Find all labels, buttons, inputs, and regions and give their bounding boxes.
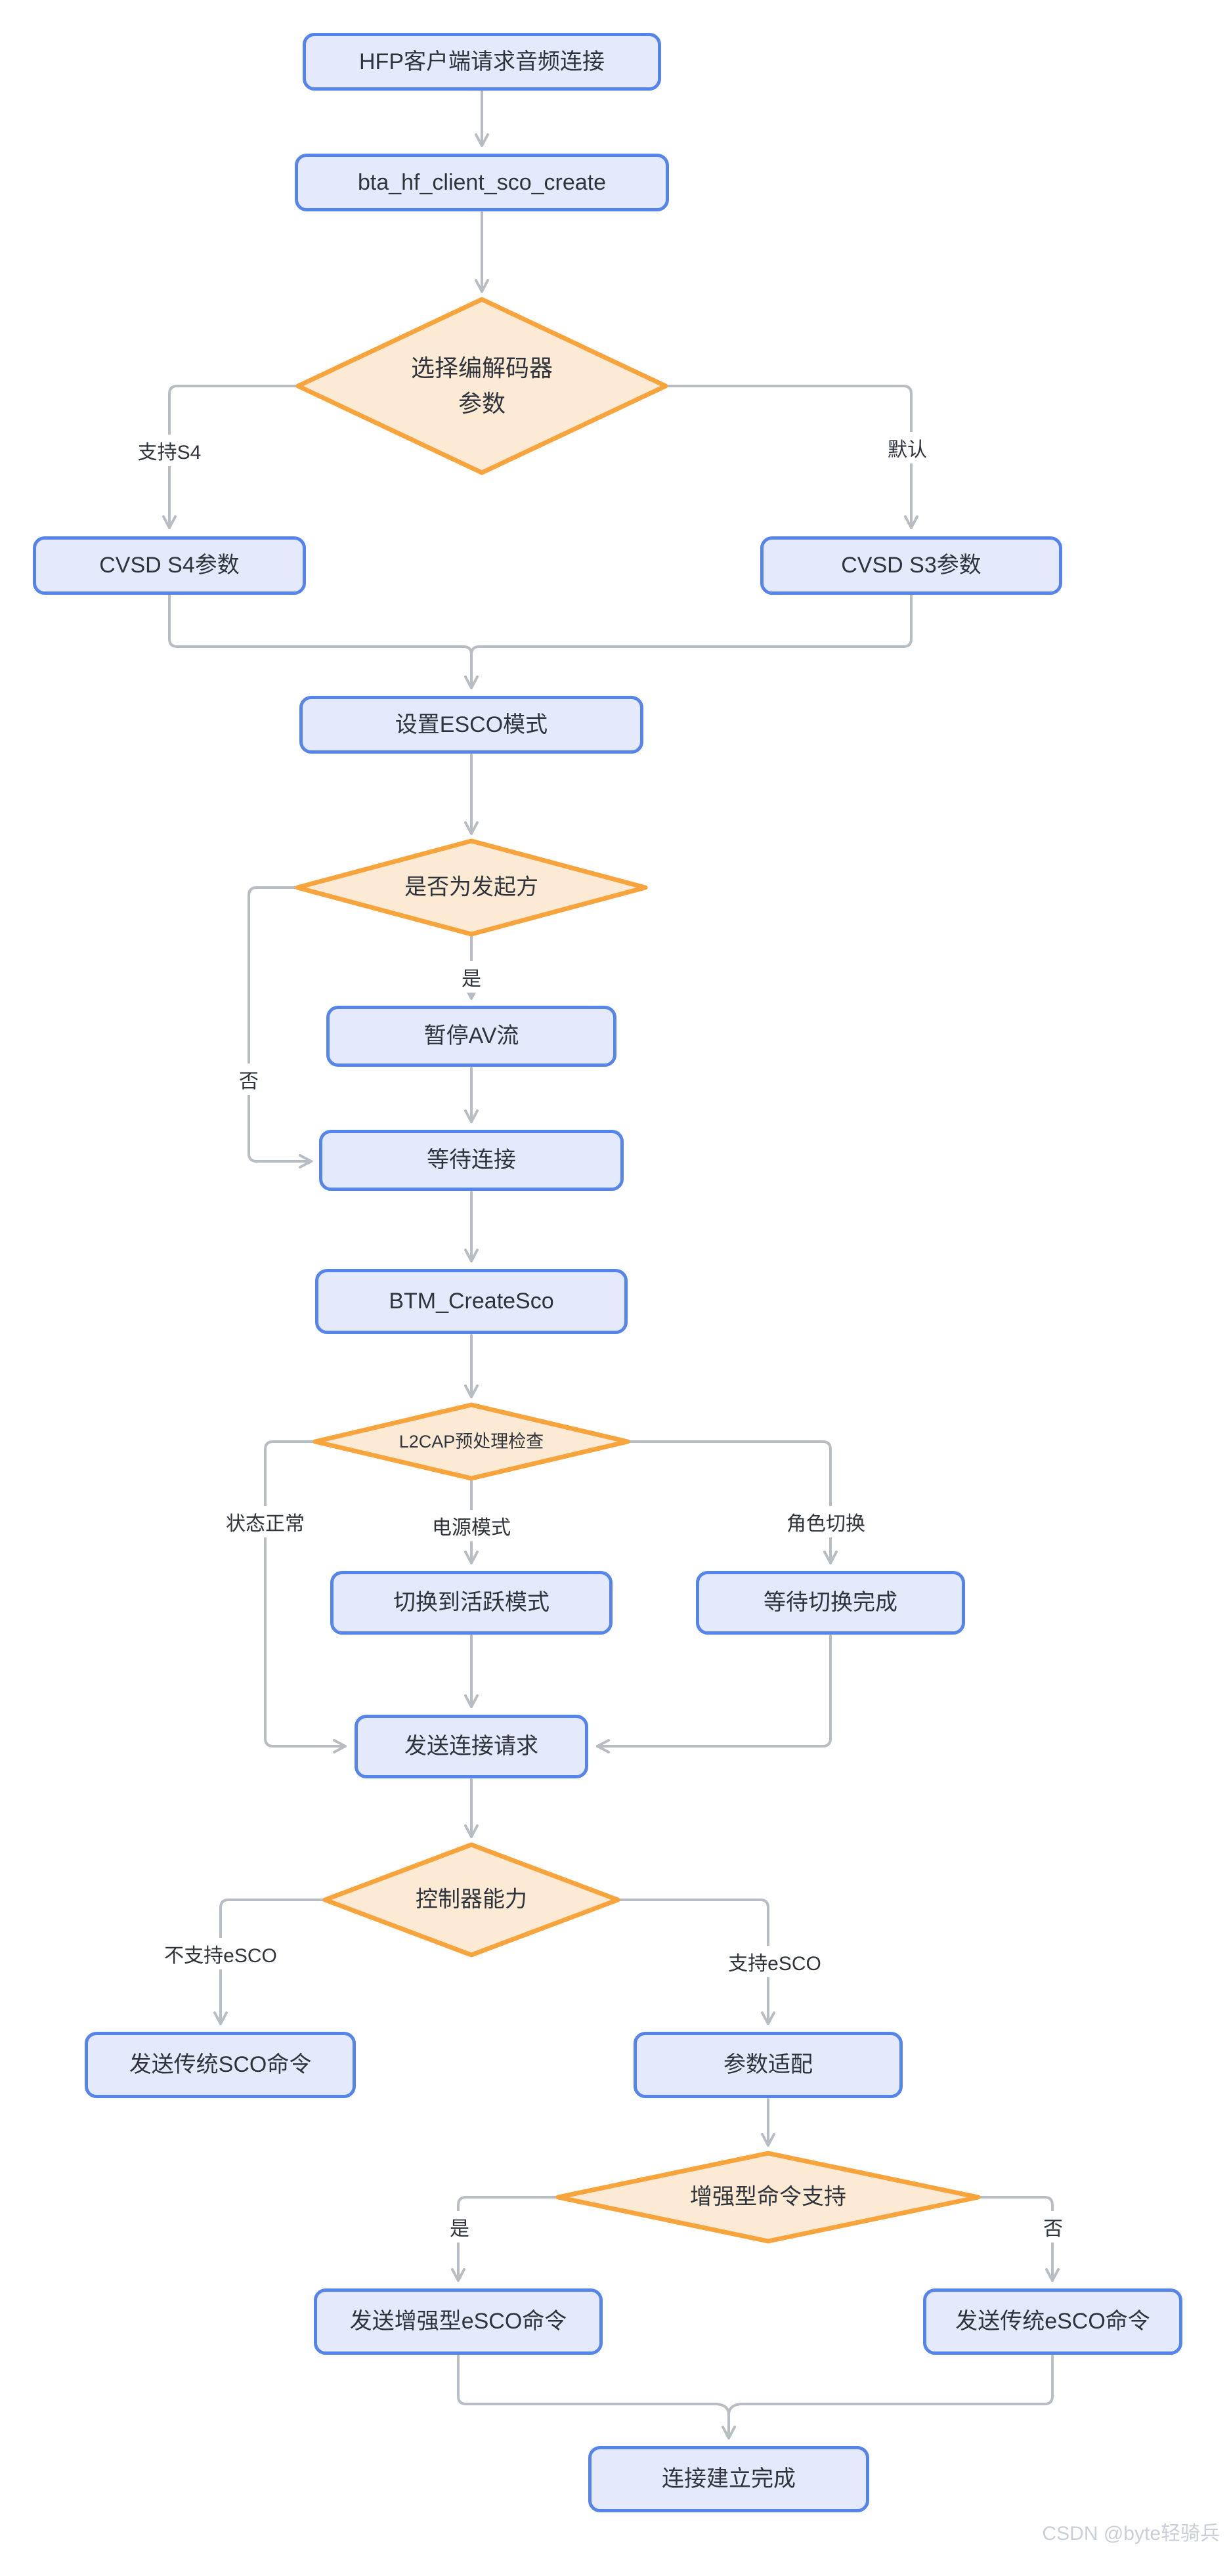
node-param-adapt: 参数适配 — [634, 2032, 903, 2098]
decision-codec-params-label: 选择编解码器 参数 — [411, 351, 553, 421]
edge-codec-to-cvsd-s3 — [664, 385, 918, 529]
node-send-legacy-esco-label: 发送传统eSCO命令 — [955, 2309, 1150, 2334]
node-send-legacy-sco-label: 发送传统SCO命令 — [129, 2052, 312, 2078]
node-conn-complete-label: 连接建立完成 — [662, 2466, 796, 2492]
edge-label-support-esco: 支持eSCO — [723, 1946, 827, 1977]
edge-controller-support-esco — [616, 1899, 775, 2025]
node-cvsd-s3-label: CVSD S3参数 — [841, 553, 981, 578]
edge-l2cap-status-ok — [264, 1440, 347, 1753]
decision-controller-capability-label: 控制器能力 — [416, 1887, 527, 1912]
node-send-conn-request: 发送连接请求 — [355, 1715, 588, 1778]
node-param-adapt-label: 参数适配 — [723, 2052, 813, 2078]
edge-label-initiator-yes: 是 — [456, 961, 486, 993]
decision-enhanced-cmd-support — [555, 2151, 981, 2244]
node-cvsd-s3-params: CVSD S3参数 — [760, 536, 1062, 595]
node-send-legacy-sco-cmd: 发送传统SCO命令 — [85, 2032, 356, 2098]
decision-l2cap-precheck — [313, 1402, 630, 1481]
edge-label-support-s4: 支持S4 — [132, 435, 207, 466]
edge-enhanced-yes — [451, 2196, 559, 2282]
edge-label-initiator-no: 否 — [234, 1063, 264, 1095]
edge-label-enhanced-no: 否 — [1038, 2211, 1068, 2243]
node-send-enhanced-esco-label: 发送增强型eSCO命令 — [349, 2309, 567, 2334]
node-wait-connection-label: 等待连接 — [427, 1148, 516, 1173]
decision-is-initiator — [295, 838, 648, 937]
edge-wait-switch-to-send-req — [596, 1635, 832, 1753]
node-hfp-request-label: HFP客户端请求音频连接 — [359, 49, 605, 74]
node-wait-connection: 等待连接 — [319, 1130, 624, 1191]
node-switch-active-mode: 切换到活跃模式 — [330, 1571, 613, 1635]
edge-cvsd-s3-merge — [470, 593, 913, 656]
csdn-watermark: CSDN @byte轻骑兵 — [1042, 2523, 1220, 2544]
node-pause-av-label: 暂停AV流 — [423, 1023, 519, 1049]
edge-enhanced-no — [977, 2196, 1060, 2282]
decision-controller-capability — [322, 1842, 620, 1958]
node-cvsd-s4-label: CVSD S4参数 — [99, 553, 240, 578]
edge-label-no-esco: 不支持eSCO — [159, 1938, 282, 1969]
node-conn-complete: 连接建立完成 — [588, 2446, 869, 2512]
node-cvsd-s4-params: CVSD S4参数 — [33, 536, 306, 595]
decision-is-initiator-label: 是否为发起方 — [404, 874, 538, 900]
edge-label-role-switch: 角色切换 — [781, 1506, 871, 1537]
node-hfp-request: HFP客户端请求音频连接 — [303, 33, 661, 91]
node-pause-av-stream: 暂停AV流 — [326, 1006, 616, 1067]
node-send-req-label: 发送连接请求 — [404, 1734, 538, 1759]
edge-label-enhanced-yes: 是 — [444, 2211, 475, 2243]
decision-codec-params — [295, 297, 668, 475]
codec-label-line1: 选择编解码器 — [410, 354, 553, 381]
edge-enh-merge-left — [457, 2355, 730, 2416]
node-send-enhanced-esco-cmd: 发送增强型eSCO命令 — [314, 2288, 603, 2355]
node-bta-hf-client-sco-create: bta_hf_client_sco_create — [295, 154, 669, 211]
edge-label-power-mode: 电源模式 — [427, 1510, 516, 1541]
edge-label-default: 默认 — [882, 432, 932, 463]
node-wait-switch-done: 等待切换完成 — [696, 1571, 965, 1635]
edge-controller-no-esco — [213, 1899, 326, 2025]
node-btm-create-sco-label: BTM_CreateSco — [389, 1289, 554, 1314]
decision-enhanced-cmd-support-label: 增强型命令支持 — [690, 2184, 846, 2210]
node-btm-create-sco: BTM_CreateSco — [315, 1269, 628, 1334]
node-esco-mode-label: 设置ESCO模式 — [395, 712, 548, 737]
edge-label-status-ok: 状态正常 — [221, 1506, 310, 1537]
edge-codec-to-cvsd-s4 — [162, 385, 299, 529]
codec-label-line2: 参数 — [458, 390, 506, 417]
edge-enh-merge-right — [727, 2355, 1054, 2416]
node-wait-switch-label: 等待切换完成 — [764, 1590, 897, 1616]
edge-initiator-no — [248, 886, 313, 1169]
node-switch-active-label: 切换到活跃模式 — [393, 1590, 550, 1616]
edge-cvsd-s4-merge — [168, 593, 479, 689]
node-sco-create-label: bta_hf_client_sco_create — [357, 169, 607, 195]
node-set-esco-mode: 设置ESCO模式 — [299, 696, 643, 754]
decision-l2cap-precheck-label: L2CAP预处理检查 — [399, 1431, 544, 1451]
edge-l2cap-role-switch — [626, 1440, 838, 1564]
node-send-legacy-esco-cmd: 发送传统eSCO命令 — [923, 2288, 1182, 2355]
